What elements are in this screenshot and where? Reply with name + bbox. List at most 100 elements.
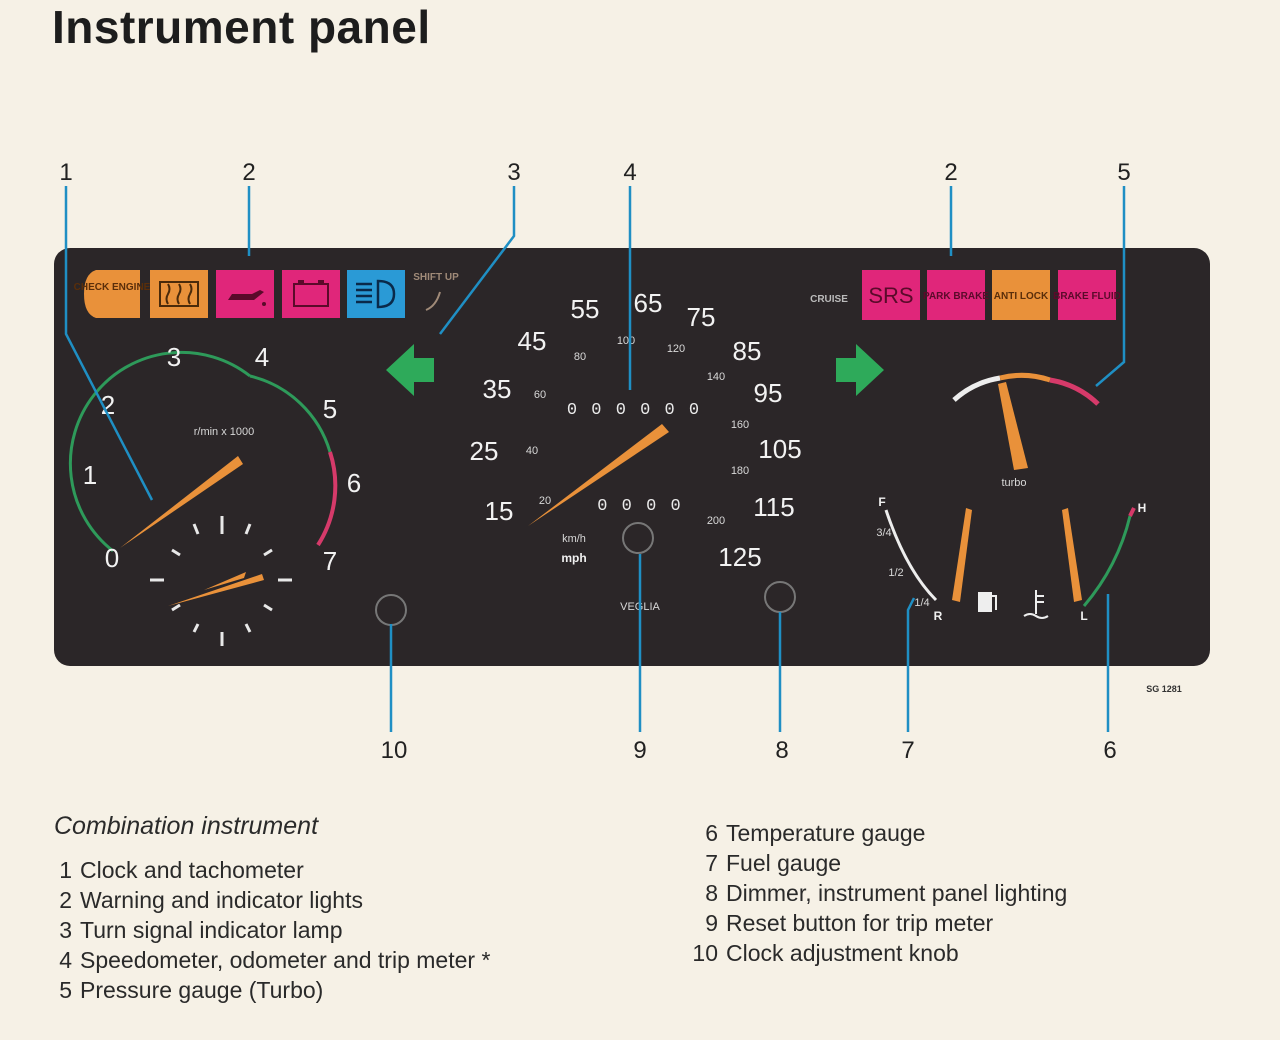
legend-item-1: 1 Clock and tachometer: [42, 855, 490, 885]
legend-heading: Combination instrument: [54, 812, 319, 840]
tach-label-6: 6: [347, 468, 361, 498]
tach-needle: [120, 456, 243, 548]
speed-label-85: 85: [733, 336, 762, 366]
fuel-label-1-2: 1/2: [888, 567, 903, 579]
speed-label-115: 115: [753, 492, 794, 522]
tach-label-1: 1: [83, 460, 97, 490]
legend-num: 7: [705, 850, 718, 876]
legend-num: 4: [59, 947, 72, 973]
callout-9: 9: [633, 737, 646, 764]
legend-num: 6: [705, 820, 718, 846]
turbo-needle: [998, 382, 1028, 470]
legend-num: 1: [59, 857, 72, 883]
tach-label-2: 2: [101, 390, 115, 420]
analog-clock: [150, 516, 292, 646]
anti-lock-lamp: ANTI LOCK: [992, 270, 1050, 320]
speed-label-35: 35: [483, 374, 512, 404]
anti-lock-label: ANTI LOCK: [994, 291, 1049, 302]
trip-meter-display: 0 0 0 0: [597, 497, 682, 516]
speed-label-25: 25: [470, 436, 499, 466]
srs-label: SRS: [868, 283, 913, 308]
check-engine-lamp: CHECK ENGINE: [74, 270, 151, 318]
turbo-pressure-gauge: turbo: [952, 372, 1100, 489]
clock-minute-hand: [204, 572, 246, 590]
legend-item-3: 3 Turn signal indicator lamp: [42, 915, 490, 945]
kmh-label-160: 160: [731, 419, 749, 431]
callout-2-left: 2: [242, 159, 255, 186]
legend-num: 5: [59, 977, 72, 1003]
warning-lamps-right: CRUISE SRS PARK BRAKE ANTI LOCK BRAKE FL…: [810, 270, 1121, 320]
diagram-code: SG 1281: [1146, 684, 1182, 694]
high-beam-icon: [347, 270, 405, 318]
speed-label-75: 75: [687, 302, 716, 332]
kmh-label-100: 100: [617, 335, 635, 347]
kmh-label-40: 40: [526, 445, 538, 457]
page-title: Instrument panel: [52, 1, 431, 53]
callout-1: 1: [59, 159, 72, 186]
warning-lamps-left: CHECK ENGINE SHIFT UP: [74, 270, 459, 318]
turn-signal-left-icon: [386, 344, 434, 396]
legend-left: 1 Clock and tachometer 2 Warning and indic…: [42, 855, 490, 1005]
legend-num: 2: [59, 887, 72, 913]
speed-label-55: 55: [571, 294, 600, 324]
brake-fluid-lamp: BRAKE FLUID: [1053, 270, 1121, 320]
legend-text: Clock and tachometer: [80, 857, 304, 883]
battery-icon: [282, 270, 340, 318]
tach-label-4: 4: [255, 342, 269, 372]
fuel-label-full: F: [878, 495, 885, 509]
fuel-gauge: F 3/4 1/2 1/4 R: [876, 495, 997, 623]
temperature-gauge: H L: [1023, 501, 1147, 623]
speed-unit-kmh: km/h: [562, 533, 586, 545]
instrument-panel-diagram: CHECK ENGINE SHIFT UP CRUIS: [54, 159, 1210, 764]
callout-4: 4: [623, 159, 636, 186]
kmh-label-20: 20: [539, 495, 551, 507]
shift-up-indicator: SHIFT UP: [413, 272, 459, 311]
legend-text: Turn signal indicator lamp: [80, 917, 343, 943]
kmh-label-80: 80: [574, 351, 586, 363]
kmh-label-120: 120: [667, 343, 685, 355]
check-engine-label: CHECK ENGINE: [74, 282, 151, 293]
fuel-label-3-4: 3/4: [876, 527, 891, 539]
callout-10: 10: [381, 737, 408, 764]
tach-label-7: 7: [323, 546, 337, 576]
kmh-label-180: 180: [731, 465, 749, 477]
tach-unit: r/min x 1000: [194, 426, 255, 438]
trip-reset-button[interactable]: [622, 522, 654, 554]
callout-8: 8: [775, 737, 788, 764]
callout-3: 3: [507, 159, 520, 186]
kmh-label-140: 140: [707, 371, 725, 383]
legend-num: 3: [59, 917, 72, 943]
temp-label-low: L: [1080, 609, 1087, 623]
speed-label-95: 95: [754, 378, 783, 408]
tach-label-3: 3: [167, 342, 181, 372]
odometer-display: 0 0 0 0 0 0: [567, 401, 701, 420]
legend-num: 8: [705, 880, 718, 906]
srs-lamp: SRS: [862, 270, 920, 320]
legend-text: Warning and indicator lights: [80, 887, 363, 913]
cruise-label: CRUISE: [810, 294, 848, 305]
callout-2-right: 2: [944, 159, 957, 186]
shift-up-label: SHIFT UP: [413, 272, 459, 283]
speedometer-needle: [528, 424, 669, 526]
speed-label-105: 105: [758, 434, 801, 464]
legend-num: 9: [705, 910, 718, 936]
speed-unit-mph: mph: [561, 551, 586, 565]
rear-defrost-icon: [150, 270, 208, 318]
turn-signal-right-icon: [836, 344, 884, 396]
oil-pressure-icon: [216, 270, 274, 318]
temp-label-hot: H: [1138, 501, 1147, 515]
callout-lines: [64, 186, 1126, 732]
clock-hour-hand: [168, 574, 264, 606]
coolant-thermometer-icon: [1023, 590, 1049, 619]
legend-num: 10: [692, 940, 718, 966]
panel-body: [54, 248, 1210, 666]
legend-item-2: 2 Warning and indicator lights: [42, 885, 490, 915]
tach-label-5: 5: [323, 394, 337, 424]
